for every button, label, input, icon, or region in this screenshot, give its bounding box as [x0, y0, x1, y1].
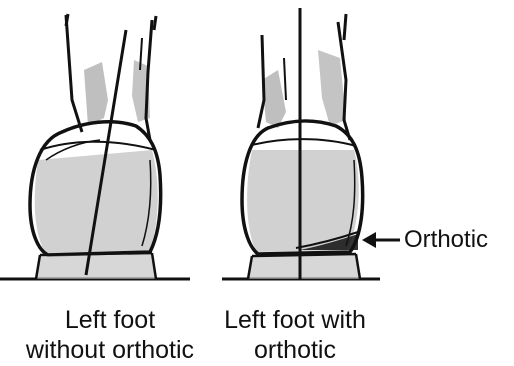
left-heel-shading: [35, 150, 158, 254]
left-sole: [36, 253, 156, 279]
caption-with-orthotic: Left foot with orthotic: [215, 305, 375, 365]
left-foot-illustration: [0, 14, 190, 279]
right-calf-shading: [262, 70, 286, 128]
left-calf-shading: [84, 62, 108, 126]
caption-left-line1: Left foot: [0, 305, 220, 335]
orthotic-arrow-icon: [362, 232, 400, 248]
caption-right-line2: orthotic: [215, 335, 375, 365]
orthotic-label: Orthotic: [404, 226, 488, 254]
caption-right-line1: Left foot with: [215, 305, 375, 335]
right-sole: [248, 254, 360, 279]
caption-without-orthotic: Left foot without orthotic: [0, 305, 220, 365]
caption-left-line2: without orthotic: [0, 335, 220, 365]
right-leg-outline: [258, 35, 264, 128]
right-foot-illustration: [222, 8, 400, 279]
left-leg-outline: [66, 15, 82, 132]
